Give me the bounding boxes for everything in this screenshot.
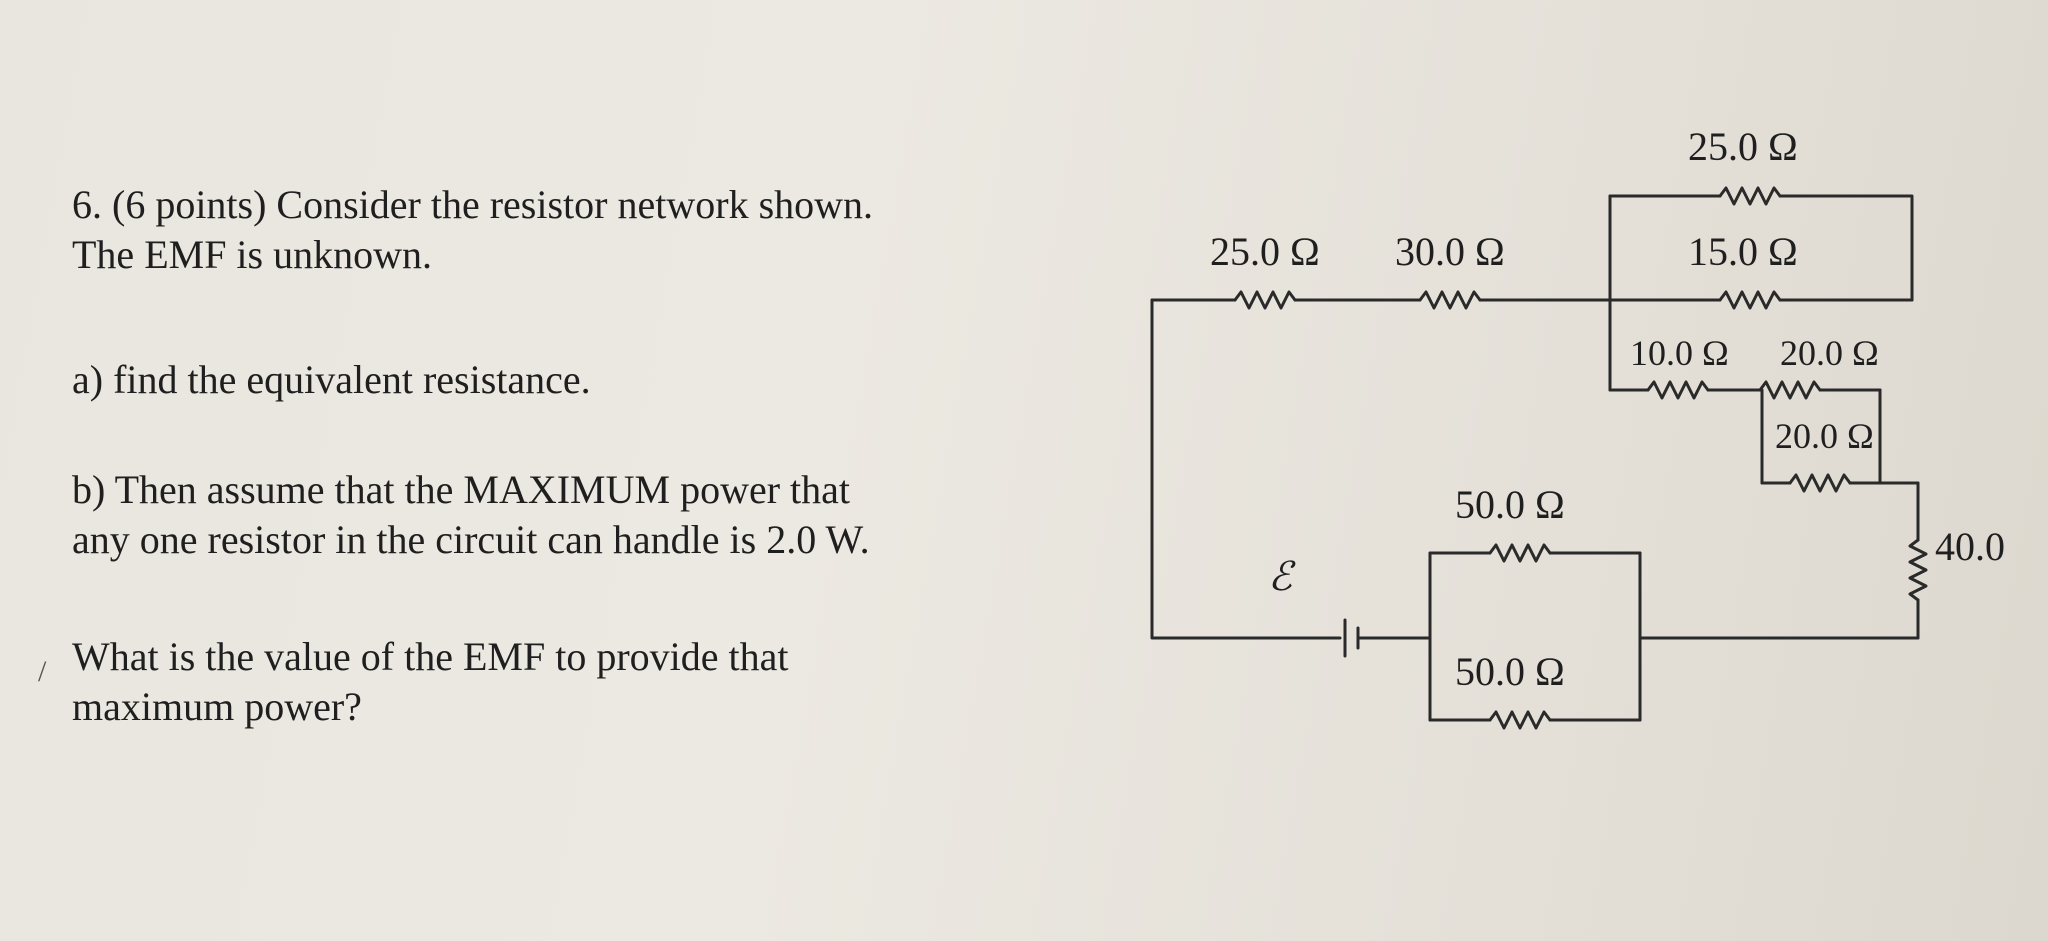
- part-b-text: b) Then assume that the MAXIMUM power th…: [72, 465, 1122, 565]
- label-25-top: 25.0 Ω: [1688, 124, 1798, 169]
- label-10: 10.0 Ω: [1630, 333, 1729, 373]
- emf-question: What is the value of the EMF to provide …: [72, 632, 1122, 732]
- problem-header-line1: 6. (6 points) Consider the resistor netw…: [72, 182, 874, 227]
- resistor-15-zigzag: [1718, 290, 1782, 310]
- emf-question-line2: maximum power?: [72, 684, 362, 729]
- resistor-25-left-zigzag: [1233, 290, 1297, 310]
- label-20-upper: 20.0 Ω: [1780, 333, 1879, 373]
- wire-left-vertical: [1150, 298, 1342, 640]
- emf-symbol: ℰ: [1268, 554, 1296, 599]
- resistor-50-lower-zigzag: [1488, 710, 1552, 730]
- label-30: 30.0 Ω: [1395, 229, 1505, 274]
- emf-question-line1: What is the value of the EMF to provide …: [72, 634, 789, 679]
- label-50-lower: 50.0 Ω: [1455, 649, 1565, 694]
- part-a-text: a) find the equivalent resistance.: [72, 357, 591, 402]
- resistor-50-upper-zigzag: [1488, 543, 1552, 563]
- pencil-tick-mark: /: [38, 655, 47, 688]
- label-20-lower: 20.0 Ω: [1775, 416, 1874, 456]
- resistor-10-zigzag: [1646, 380, 1710, 400]
- label-40: 40.0: [1935, 524, 2005, 569]
- resistor-25-top-zigzag: [1718, 186, 1782, 206]
- top-branch-wire-right: [1778, 194, 1914, 302]
- resistor-20-lower-zigzag: [1788, 473, 1852, 493]
- part-b-line1: b) Then assume that the MAXIMUM power th…: [72, 467, 851, 512]
- resistor-20-upper-zigzag: [1758, 380, 1822, 400]
- problem-statement: 6. (6 points) Consider the resistor netw…: [72, 180, 1112, 280]
- resistor-40-zigzag: [1908, 538, 1928, 602]
- label-25-left: 25.0 Ω: [1210, 229, 1320, 274]
- label-15: 15.0 Ω: [1688, 229, 1798, 274]
- problem-header-line2: The EMF is unknown.: [72, 232, 432, 277]
- resistor-30-zigzag: [1418, 290, 1482, 310]
- label-50-upper: 50.0 Ω: [1455, 482, 1565, 527]
- part-b-line2: any one resistor in the circuit can hand…: [72, 517, 870, 562]
